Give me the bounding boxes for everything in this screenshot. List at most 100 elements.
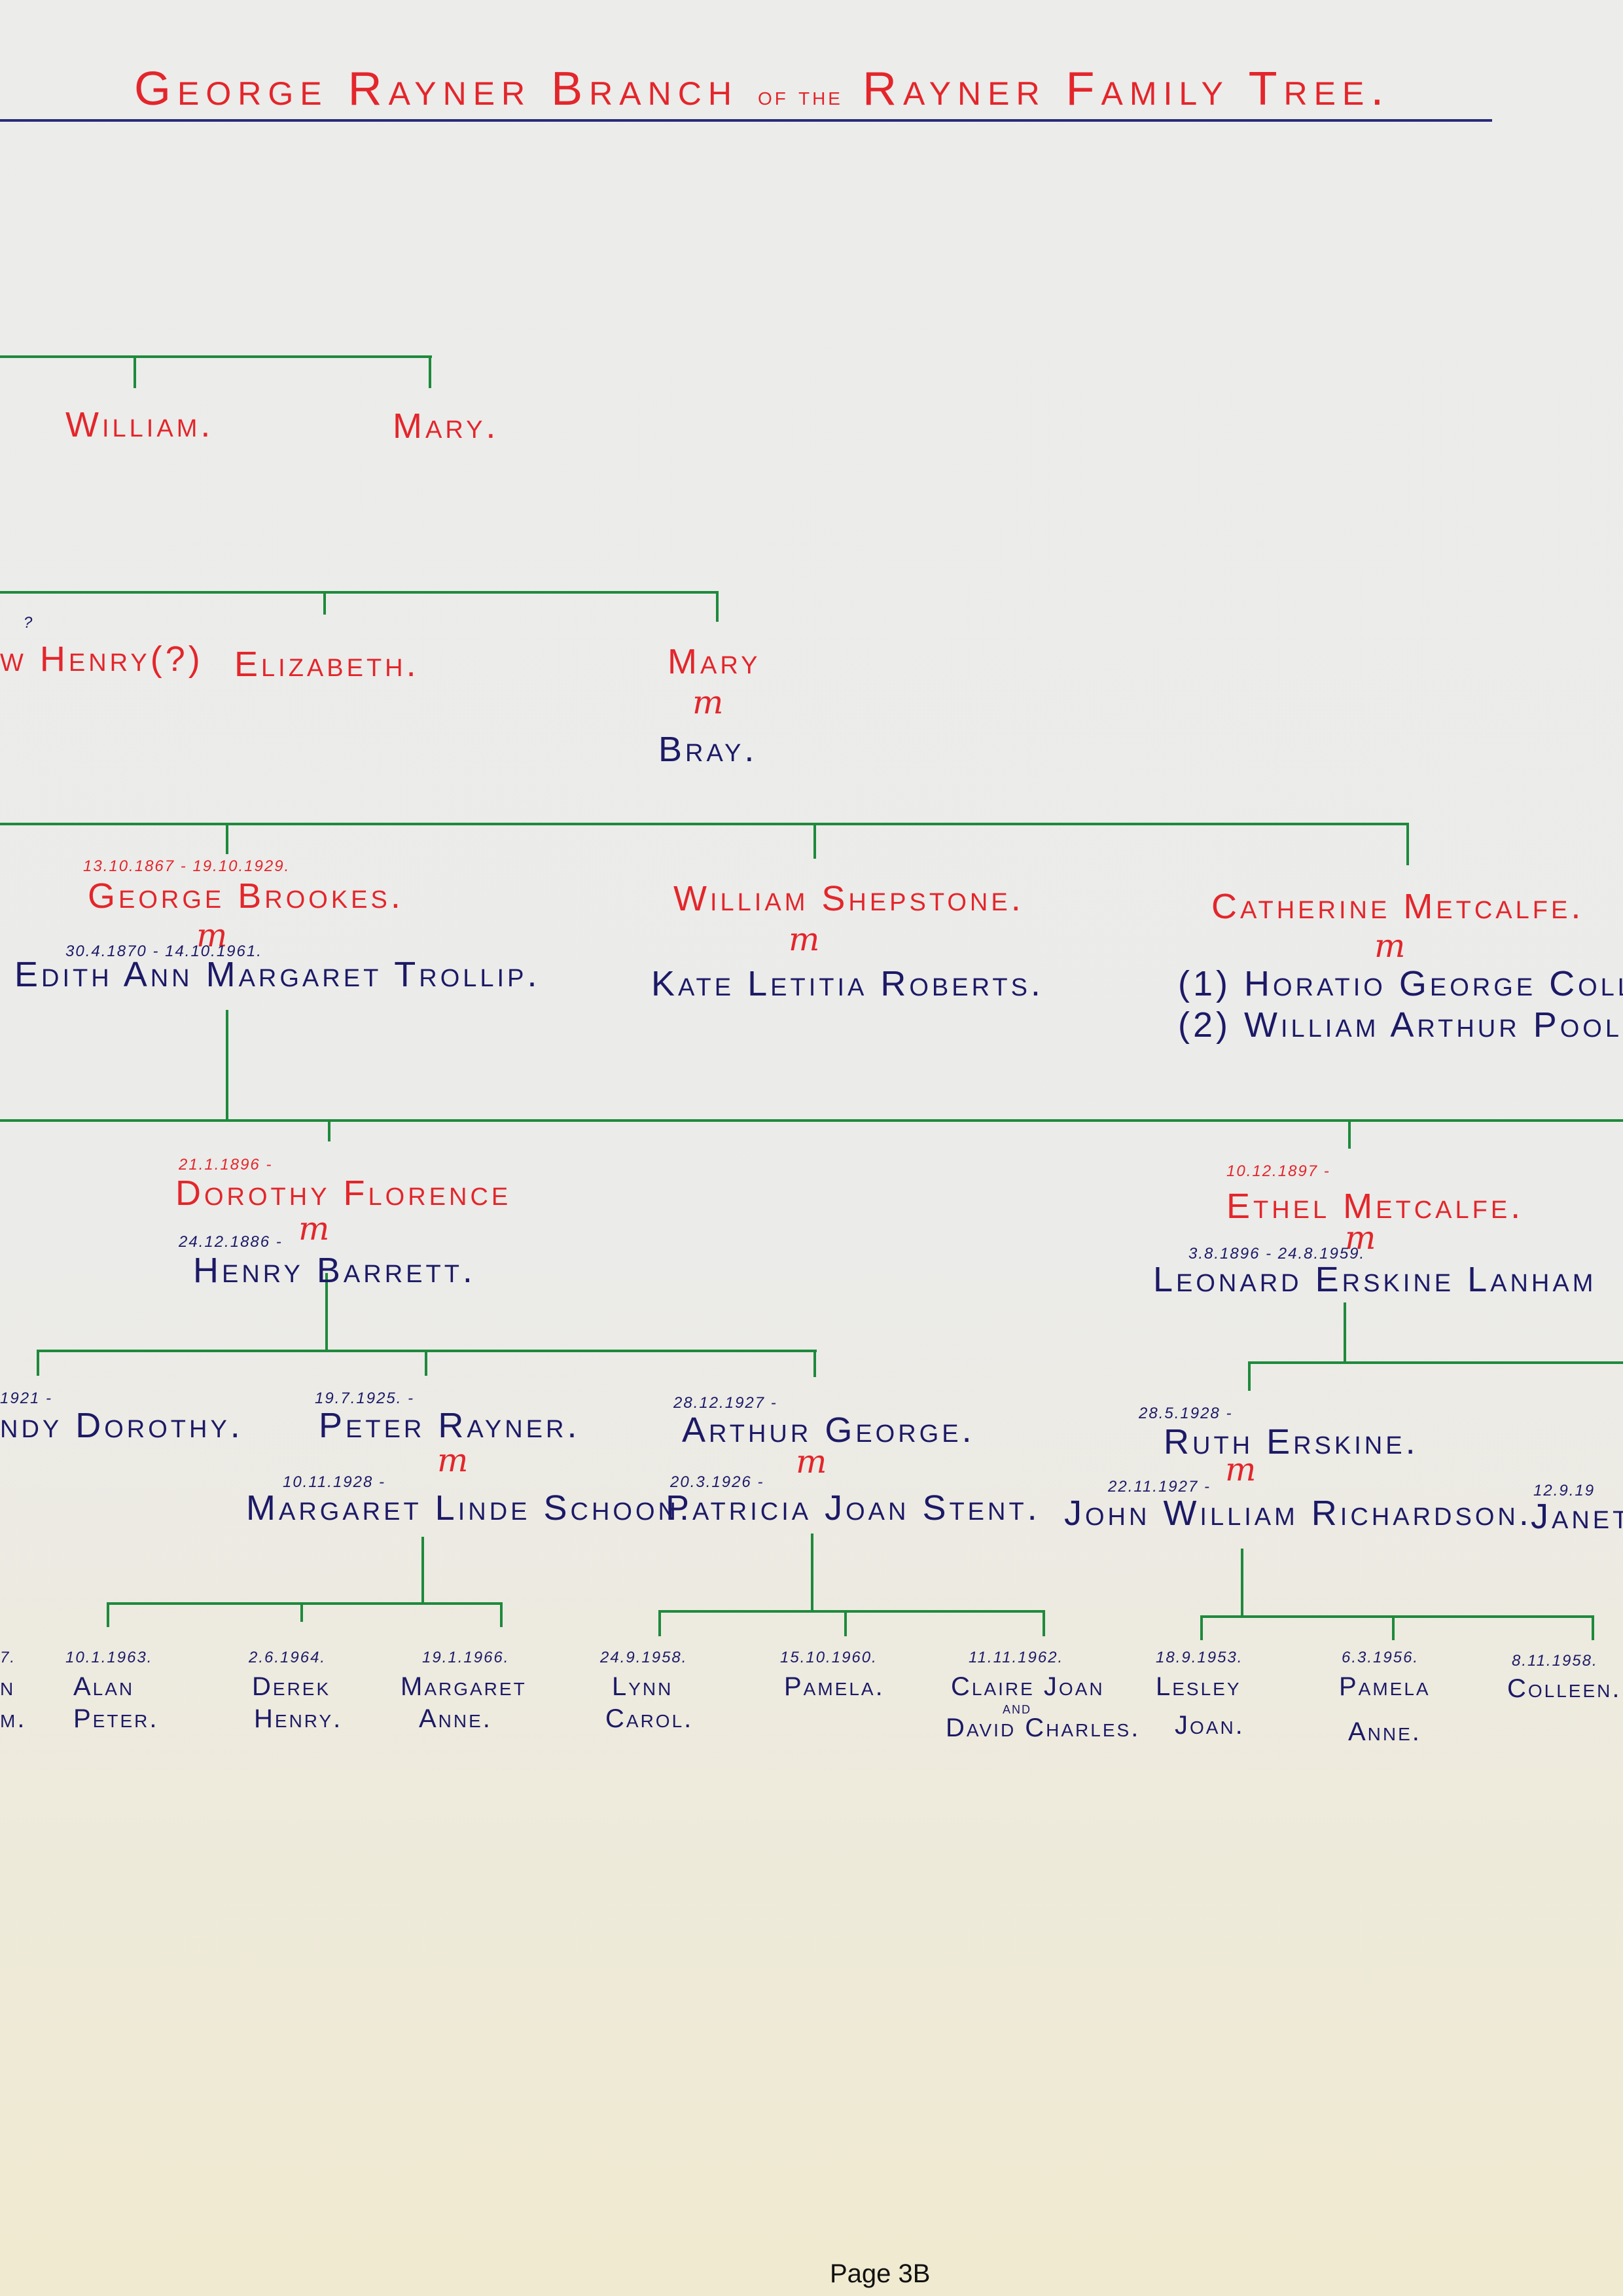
spouse-kate-roberts: Kate Letitia Roberts.	[651, 964, 1044, 1003]
grandchild-second: Joan.	[1175, 1711, 1245, 1740]
gen2-line	[0, 591, 719, 594]
grandchild-dates: 19.1.1966.	[422, 1649, 510, 1666]
person-catherine-metcalfe: Catherine Metcalfe.	[1211, 887, 1584, 926]
connector	[1043, 1610, 1045, 1636]
connector	[658, 1610, 661, 1636]
connector	[1592, 1615, 1594, 1640]
dates-arthur: 28.12.1927 -	[673, 1394, 777, 1412]
page-number: Page 3B	[830, 2259, 931, 2288]
dates-patricia: 20.3.1926 -	[670, 1473, 764, 1491]
dates-peter: 19.7.1925. -	[315, 1390, 415, 1407]
connector	[1406, 823, 1409, 865]
dates-dorothy: 21.1.1896 -	[179, 1156, 273, 1174]
person-arthur-george: Arthur George.	[682, 1410, 975, 1450]
grandchild-dates: 11.11.1962.	[969, 1649, 1064, 1666]
person-william: William.	[65, 405, 214, 444]
grandchild-dates: 8.11.1958.	[1512, 1652, 1598, 1670]
person-henry: w Henry(?)	[0, 639, 204, 679]
person-ruth-erskine: Ruth Erskine.	[1164, 1422, 1419, 1462]
gen3-line	[0, 823, 1409, 825]
title-part-1: George Rayner Branch	[134, 63, 738, 115]
dates-ruth: 28.5.1928 -	[1139, 1405, 1233, 1422]
spouse-william-pool: (2) William Arthur Pool	[1178, 1005, 1622, 1045]
connector	[1248, 1361, 1251, 1391]
dates-george: 13.10.1867 - 19.10.1929.	[83, 857, 291, 875]
married-symbol: m	[796, 1443, 827, 1480]
connector	[1200, 1615, 1203, 1640]
connector	[134, 355, 136, 388]
spouse-margaret-schoon: Margaret Linde Schoon.	[246, 1488, 692, 1528]
grandchild-first: Alan	[73, 1672, 135, 1701]
grandchild-dates: 18.9.1953.	[1156, 1649, 1243, 1666]
grandchild-first: n	[0, 1672, 16, 1701]
title-underline	[0, 119, 1492, 122]
grandchild-first: Pamela.	[784, 1672, 885, 1701]
gen6-line-arthur	[658, 1610, 1045, 1613]
connector	[107, 1602, 109, 1627]
married-symbol: m	[692, 683, 724, 721]
married-symbol: m	[196, 916, 228, 954]
dates-ethel: 10.12.1897 -	[1226, 1162, 1330, 1180]
person-ethel-metcalfe: Ethel Metcalfe.	[1226, 1187, 1524, 1226]
grandchild-dates: 6.3.1956.	[1342, 1649, 1419, 1666]
spouse-edith-trollip: Edith Ann Margaret Trollip.	[14, 955, 541, 994]
connector	[300, 1602, 303, 1622]
gen6-line-ruth	[1200, 1615, 1594, 1618]
title-part-2: of the	[757, 82, 843, 111]
dates-john: 22.11.1927 -	[1108, 1478, 1211, 1496]
connector	[226, 823, 228, 854]
spouse-leonard-lanham: Leonard Erskine Lanham	[1153, 1260, 1597, 1299]
connector	[500, 1602, 503, 1627]
connector	[429, 355, 431, 388]
dates-dorothy-gen5: 1921 -	[0, 1390, 53, 1407]
married-symbol: m	[1374, 927, 1406, 965]
connector	[1348, 1119, 1351, 1149]
uncertain-mark: ?	[24, 614, 34, 632]
connector	[226, 1010, 228, 1119]
gen6-line-peter	[107, 1602, 503, 1605]
dates-henry-barrett: 24.12.1886 -	[179, 1233, 283, 1251]
grandchild-first: Colleen.	[1507, 1674, 1622, 1703]
grandchild-second: David Charles.	[946, 1713, 1141, 1742]
connector	[1344, 1302, 1346, 1361]
grandchild-second: Carol.	[605, 1704, 694, 1733]
married-symbol: m	[298, 1210, 330, 1247]
person-william-shepstone: William Shepstone.	[673, 879, 1024, 918]
gen1-line	[0, 355, 432, 358]
dates-janet: 12.9.19	[1533, 1482, 1596, 1499]
spouse-horatio: (1) Horatio George Coll	[1178, 964, 1623, 1003]
married-symbol: m	[437, 1441, 469, 1479]
grandchild-dates: 24.9.1958.	[600, 1649, 688, 1666]
grandchild-dates: 2.6.1964.	[249, 1649, 327, 1666]
grandchild-second: Anne.	[419, 1704, 492, 1733]
connector	[328, 1119, 330, 1141]
grandchild-second: Henry.	[254, 1704, 343, 1733]
title-part-3: Rayner Family Tree.	[863, 63, 1391, 115]
dates-leonard: 3.8.1896 - 24.8.1959.	[1188, 1245, 1366, 1263]
grandchild-first: Lynn	[612, 1672, 673, 1701]
spouse-bray: Bray.	[658, 730, 758, 769]
grandchild-first: Claire Joan	[951, 1672, 1105, 1701]
connector	[844, 1610, 847, 1636]
person-george-brookes: George Brookes.	[88, 876, 404, 916]
person-dorothy-gen5: ndy Dorothy.	[0, 1406, 243, 1445]
dates-edith: 30.4.1870 - 14.10.1961.	[65, 942, 262, 960]
connector	[813, 1350, 816, 1377]
married-symbol: m	[1345, 1219, 1376, 1257]
person-dorothy-florence: Dorothy Florence	[175, 1174, 512, 1213]
grandchild-second: m.	[0, 1704, 27, 1733]
connector	[425, 1350, 427, 1376]
person-mary: Mary.	[393, 406, 499, 446]
dates-margaret-schoon: 10.11.1928 -	[283, 1473, 385, 1491]
connector	[1392, 1615, 1395, 1640]
connector	[811, 1534, 813, 1610]
spouse-patricia-stent: Patricia Joan Stent.	[666, 1488, 1041, 1528]
married-symbol: m	[1225, 1450, 1257, 1488]
spouse-john-richardson: John William Richardson.	[1064, 1494, 1532, 1533]
connector	[325, 1273, 328, 1350]
grandchild-and: and	[1003, 1698, 1032, 1717]
grandchild-first: Derek	[252, 1672, 331, 1701]
gen5-line-ethel	[1248, 1361, 1623, 1364]
connector	[1241, 1549, 1243, 1615]
connector	[716, 591, 719, 622]
